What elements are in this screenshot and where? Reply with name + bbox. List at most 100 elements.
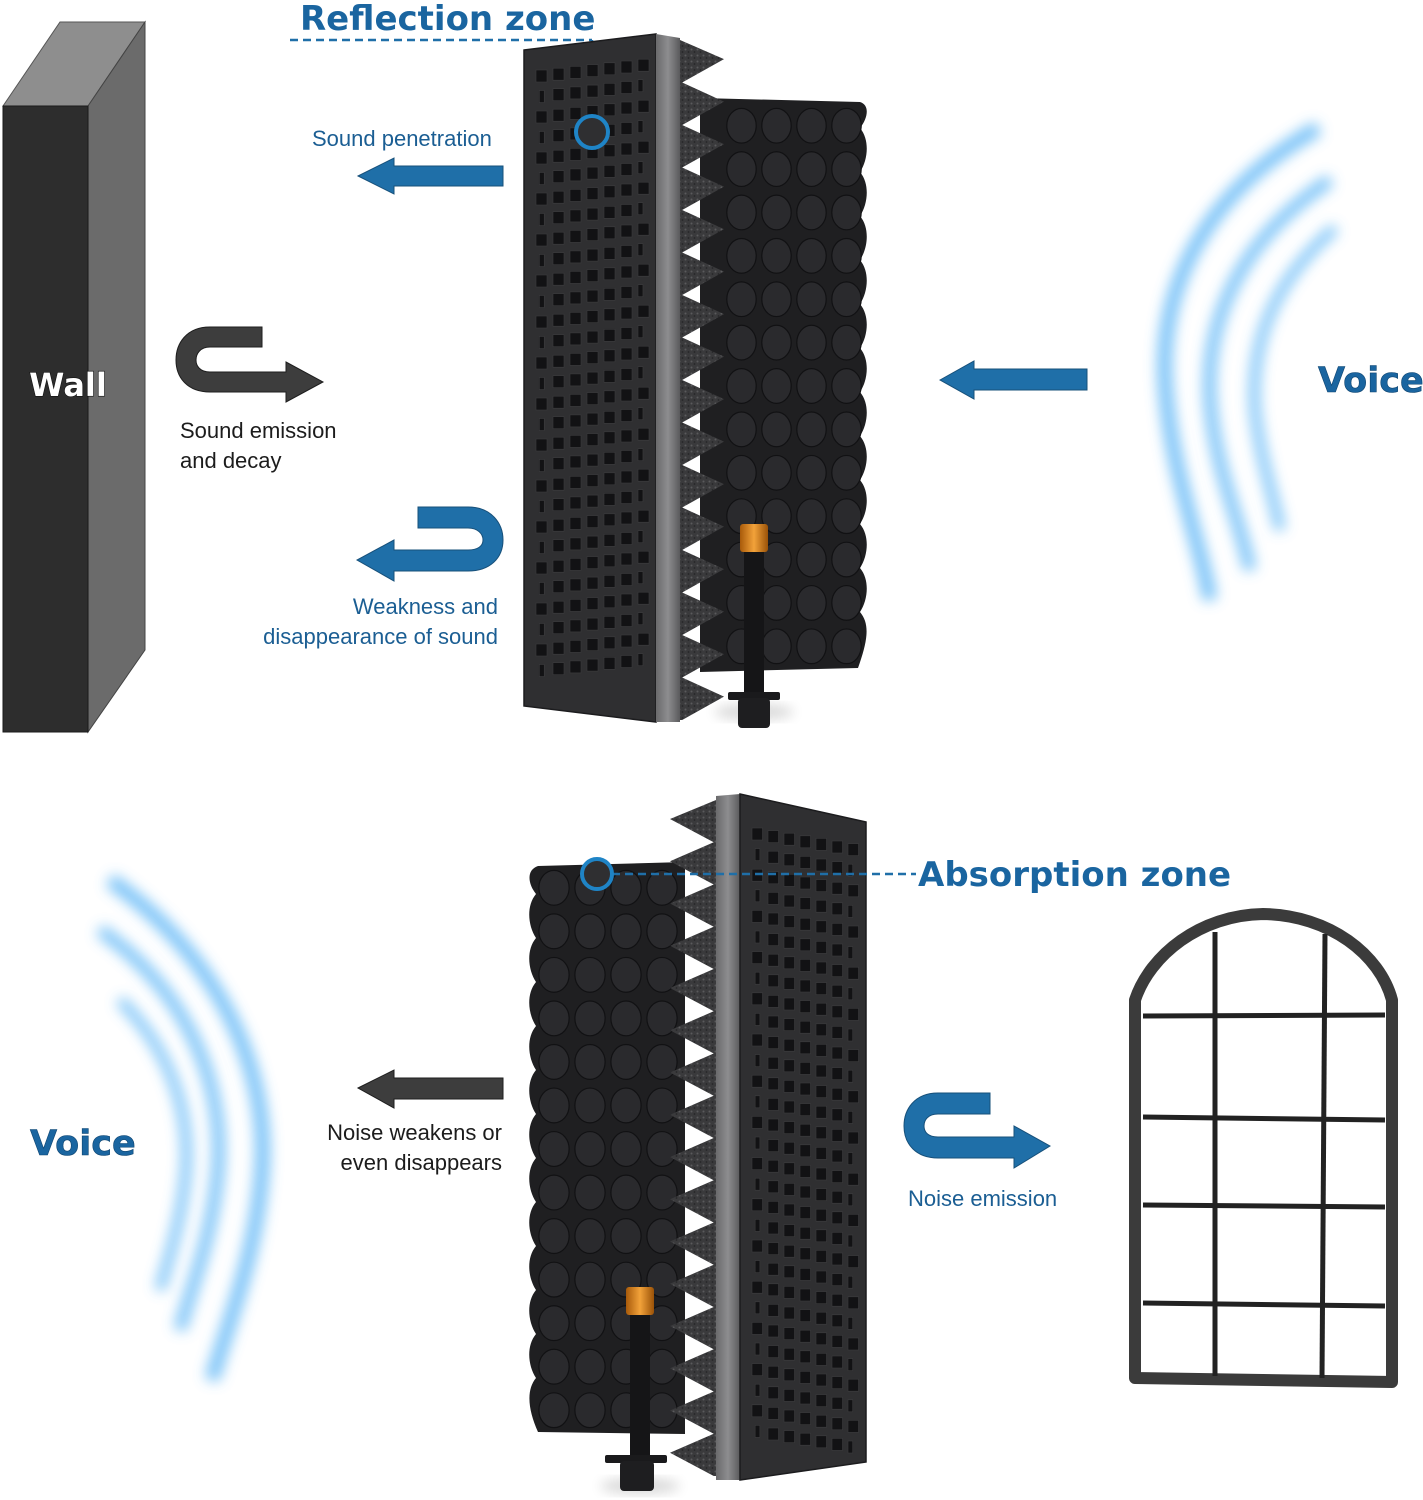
perforation-hole (569, 414, 582, 428)
perforation-hole (783, 1306, 795, 1320)
perforation-hole (637, 222, 650, 236)
perforation-hole (569, 168, 582, 182)
perforation-hole (767, 1427, 779, 1441)
perforation-hole (620, 573, 633, 586)
perforation-hole (586, 535, 599, 549)
perforation-hole (831, 1438, 843, 1451)
perforation-hole (637, 448, 644, 462)
weakness-label-line1: Weakness and (353, 594, 498, 619)
perforation-hole (586, 371, 599, 385)
foam-wedge (610, 869, 642, 906)
perforation-hole (637, 345, 650, 359)
perforation-hole (831, 1129, 843, 1142)
perforation-hole (538, 336, 545, 349)
perforation-hole (783, 1286, 795, 1299)
perforation-hole (538, 90, 545, 103)
perforation-hole (620, 60, 633, 74)
foam-wedge (610, 1218, 642, 1255)
perforation-hole (815, 920, 827, 934)
perforation-hole (831, 1252, 843, 1266)
foam-wedge (538, 1130, 570, 1168)
perforation-hole (620, 409, 633, 422)
perforation-hole (783, 935, 795, 949)
noise-weakens-label-line1: Noise weakens or (327, 1120, 502, 1145)
perforation-hole (847, 1234, 854, 1248)
foam-wedge (574, 1392, 606, 1429)
perforation-hole (831, 984, 843, 998)
perforation-hole (586, 330, 599, 344)
top-section: Wall Reflection zone (2, 0, 1423, 734)
perforation-hole (847, 1069, 854, 1083)
perforation-hole (538, 623, 545, 636)
perforation-hole (603, 328, 616, 342)
foam-wedge (761, 411, 792, 448)
sound-wave-icon (1157, 121, 1339, 602)
perforation-hole (620, 429, 633, 443)
foam-wedge (646, 1130, 678, 1168)
perforation-hole (586, 453, 599, 467)
perforation-hole (847, 1420, 859, 1433)
perforation-hole (767, 1015, 779, 1029)
perforation-hole (783, 1059, 795, 1073)
perforation-hole (569, 394, 582, 407)
perforation-hole (847, 863, 854, 877)
perforation-hole (620, 265, 633, 279)
perforation-hole (535, 274, 548, 288)
perforation-hole (620, 614, 633, 627)
foam-wedge (574, 913, 606, 950)
perforation-hole (620, 81, 633, 94)
perforation-hole (603, 369, 616, 383)
perforation-hole (620, 450, 633, 463)
perforation-hole (620, 368, 633, 381)
perforation-hole (783, 1203, 795, 1217)
incoming-arrow-icon (938, 360, 1088, 400)
perforation-hole (538, 582, 545, 595)
perforation-hole (831, 1355, 843, 1369)
perforation-hole (847, 925, 859, 939)
perforation-hole (815, 1270, 827, 1284)
foam-wedge (574, 1043, 606, 1080)
perforation-hole (751, 1033, 763, 1047)
perforation-hole (751, 1198, 763, 1212)
foam-wedge (538, 1348, 570, 1385)
perforation-hole (603, 165, 616, 178)
perforation-hole (569, 312, 582, 325)
perforation-hole (569, 230, 582, 243)
perforation-hole (847, 1152, 854, 1165)
foam-wedge (796, 584, 827, 621)
foam-wedge (538, 913, 570, 950)
perforation-hole (552, 149, 565, 163)
perforation-hole (620, 532, 633, 545)
perforation-hole (783, 997, 795, 1011)
bottom-section: Absorption zone Noise weakens or even di… (30, 793, 1398, 1494)
perforation-hole (783, 1183, 795, 1196)
perforation-hole (586, 207, 599, 221)
foam-wedge (726, 281, 757, 318)
perforation-hole (847, 1440, 854, 1454)
perforation-hole (799, 938, 811, 952)
noise-emission-label: Noise emission (908, 1186, 1057, 1211)
perforation-hole (637, 509, 650, 523)
foam-wedge (796, 368, 827, 404)
perforation-hole (831, 902, 843, 916)
perforation-hole (552, 416, 565, 430)
perforation-hole (637, 386, 650, 400)
perforation-hole (799, 1412, 811, 1425)
perforation-hole (552, 354, 565, 368)
perforation-hole (767, 1180, 779, 1194)
foam-wedge (646, 956, 678, 993)
foam-wedge (796, 107, 827, 144)
perforation-hole (783, 1162, 795, 1176)
perforation-hole (767, 1221, 779, 1235)
perforation-hole (569, 250, 582, 264)
foam-wedge (761, 324, 792, 361)
perforation-hole (815, 1147, 827, 1160)
perforation-hole (603, 574, 616, 588)
perforation-hole (586, 269, 599, 282)
perforation-hole (637, 612, 644, 626)
perforation-hole (783, 1018, 795, 1031)
perforation-hole (620, 183, 633, 197)
foam-wedge (831, 541, 862, 578)
foam-wedge (726, 368, 757, 404)
perforation-hole (569, 209, 582, 223)
